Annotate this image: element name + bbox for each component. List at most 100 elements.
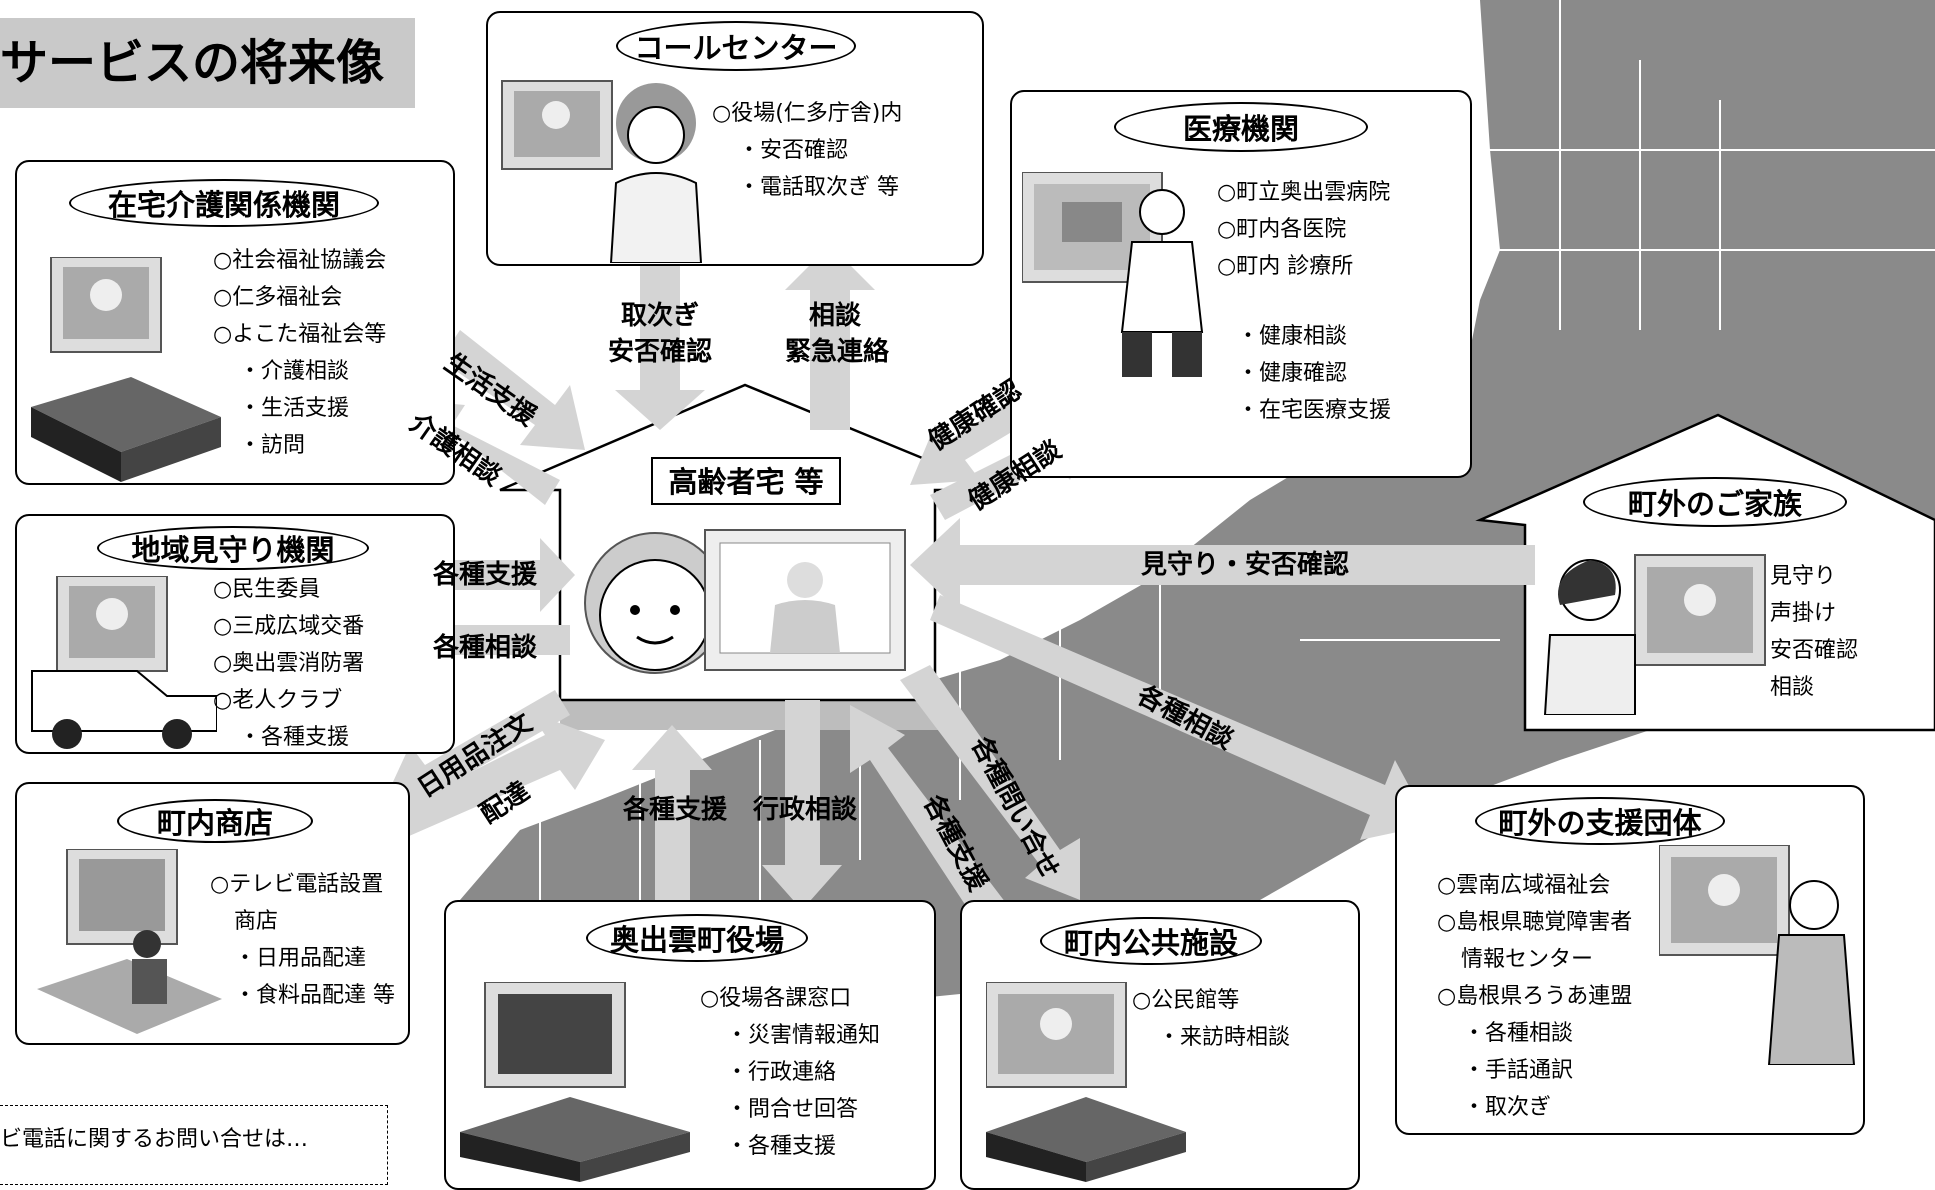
support-item: 情報センター [1461, 947, 1594, 972]
town-hall-title: 奥出雲町役場 [586, 914, 808, 962]
home-care-box: 在宅介護関係機関 ○社会福祉協議会 ○仁多福祉会 ○よこた福祉会等 ・介護相談 … [15, 160, 455, 485]
support-item: ○島根県ろうあ連盟 [1437, 984, 1633, 1009]
home-care-items: ○社会福祉協議会 ○仁多福祉会 ○よこた福祉会等 ・介護相談 ・生活支援 ・訪問 [213, 242, 386, 464]
call-center-items: ○役場(仁多庁舎)内 ・安否確認 ・電話取次ぎ 等 [712, 95, 902, 206]
medical-title: 医療機関 [1114, 102, 1368, 152]
medical-item: ○町内 診療所 [1217, 254, 1354, 279]
shop-items: ○テレビ電話設置 商店 ・日用品配達 ・食料品配達 等 [210, 866, 395, 1014]
arrow-call-to-hub [615, 255, 705, 430]
support-item: ・各種相談 [1463, 1021, 1574, 1046]
public-facility-item: ・来訪時相談 [1158, 1025, 1291, 1050]
support-item: ・手話通訳 [1463, 1058, 1574, 1083]
public-facility-box: 町内公共施設 ○公民館等 ・来訪時相談 [960, 900, 1360, 1190]
family-items: 見守り 声掛け 安否確認 相談 [1770, 558, 1858, 706]
family-item: 安否確認 [1770, 638, 1859, 663]
shop-item: ○テレビ電話設置 [210, 872, 384, 897]
medical-box: 医療機関 ○町立奥出雲病院 ○町内各医院 ○町内 診療所 ・健康相談 ・健康確認… [1010, 90, 1472, 478]
label-anpi: 安否確認 [607, 337, 712, 367]
watch-item: ○老人クラブ [213, 688, 343, 713]
shop-item: ・日用品配達 [234, 946, 367, 971]
town-hall-illustration [460, 982, 690, 1182]
family-title: 町外のご家族 [1583, 477, 1847, 527]
hub-label: 高齢者宅 等 [651, 457, 841, 505]
public-facility-item: ○公民館等 [1132, 988, 1240, 1013]
public-facility-illustration [986, 982, 1186, 1182]
arrow-watch-to-hub [415, 538, 575, 612]
medical-item: ・健康相談 [1237, 324, 1348, 349]
shop-item: ・食料品配達 等 [234, 983, 395, 1008]
support-item: ○雲南広域福祉会 [1437, 873, 1611, 898]
support-item: ・取次ぎ [1463, 1095, 1552, 1120]
arrow-hub-to-support [930, 595, 1430, 840]
medical-subitems: ・健康相談 ・健康確認 ・在宅医療支援 [1237, 318, 1391, 429]
label-kinkyu: 緊急連絡 [784, 337, 889, 367]
public-facility-title: 町内公共施設 [1040, 917, 1262, 965]
label-gyousei: 行政相談 [752, 795, 857, 825]
medical-item: ○町立奥出雲病院 [1217, 180, 1391, 205]
arrow-hub-to-shop [380, 690, 570, 812]
label-shien2: 各種支援 [622, 795, 727, 825]
label-tsugi: 取次ぎ [620, 301, 699, 331]
arrow-public-to-hub [850, 705, 1015, 935]
watch-item: ○奥出雲消防署 [213, 651, 365, 676]
arrow-townhall-to-hub [632, 725, 712, 915]
home-care-item: ○仁多福祉会 [213, 285, 343, 310]
arrow-homecare-to-hub [440, 330, 585, 450]
patrol-car-illustration [31, 576, 217, 749]
operator-illustration [501, 80, 703, 263]
home-care-title: 在宅介護関係機関 [69, 179, 379, 227]
doctor-illustration [1022, 172, 1204, 377]
town-hall-item: ・各種支援 [726, 1134, 837, 1159]
watch-item: ○民生委員 [213, 577, 321, 602]
label-mimamori: 見守り・安否確認 [1140, 550, 1349, 580]
home-care-item: ○よこた福祉会等 [213, 322, 387, 347]
public-facility-items: ○公民館等 ・来訪時相談 [1132, 982, 1290, 1056]
town-hall-item: ・災害情報通知 [726, 1023, 881, 1048]
shop-title: 町内商店 [117, 799, 313, 843]
label-shien1: 各種支援 [432, 560, 537, 590]
support-groups-box: 町外の支援団体 ○雲南広域福祉会 ○島根県聴覚障害者 情報センター ○島根県ろう… [1395, 785, 1865, 1135]
map-of-japan [460, 0, 1935, 1040]
medical-item: ・在宅医療支援 [1237, 398, 1392, 423]
arrow-hub-to-townhall [762, 700, 842, 910]
call-center-item: ○役場(仁多庁舎)内 [712, 101, 903, 126]
sign-language-illustration [1659, 845, 1856, 1065]
call-center-item: ・電話取次ぎ 等 [738, 175, 899, 200]
watch-title: 地域見守り機関 [97, 526, 369, 570]
label-soudan1: 各種相談 [432, 633, 537, 663]
town-hall-item: ・行政連絡 [726, 1060, 837, 1085]
family-item: 声掛け [1770, 601, 1837, 626]
town-hall-items: ○役場各課窓口 ・災害情報通知 ・行政連絡 ・問合せ回答 ・各種支援 [700, 980, 880, 1165]
shop-item: 商店 [234, 909, 279, 934]
call-center-item: ・安否確認 [738, 138, 849, 163]
home-care-item: ○社会福祉協議会 [213, 248, 387, 273]
town-hall-item: ・問合せ回答 [726, 1097, 859, 1122]
shop-box: 町内商店 ○テレビ電話設置 商店 ・日用品配達 ・食料品配達 等 [15, 782, 410, 1045]
town-hall-item: ○役場各課窓口 [700, 986, 852, 1011]
watch-box: 地域見守り機関 ○民生委員 ○三成広域交番 ○奥出雲消防署 ○老人クラブ ・各種… [15, 514, 455, 754]
town-hall-box: 奥出雲町役場 ○役場各課窓口 ・災害情報通知 ・行政連絡 ・問合せ回答 ・各種支… [444, 900, 936, 1190]
watch-items: ○民生委員 ○三成広域交番 ○奥出雲消防署 ○老人クラブ ・各種支援 [213, 571, 364, 756]
family-item: 相談 [1770, 675, 1815, 700]
arrow-hub-to-public [900, 665, 1080, 900]
family-item: 見守り [1770, 564, 1837, 589]
support-groups-title: 町外の支援団体 [1475, 797, 1725, 845]
home-care-item: ・生活支援 [239, 396, 350, 421]
contact-note-text: ビ電話に関するお問い合せは… [0, 1127, 309, 1152]
contact-note: ビ電話に関するお問い合せは… [0, 1105, 388, 1185]
watch-item: ○三成広域交番 [213, 614, 365, 639]
watch-item: ・各種支援 [239, 725, 350, 750]
elderly-person-illustration [584, 529, 906, 674]
arrow-hub-to-call [785, 245, 875, 430]
call-center-box: コールセンター ○役場(仁多庁舎)内 ・安否確認 ・電話取次ぎ 等 [486, 11, 984, 266]
home-care-item: ・訪問 [239, 433, 306, 458]
family-illustration [1543, 554, 1766, 715]
arrow-shop-to-hub [385, 712, 605, 840]
arrow-hub-to-watch [410, 603, 570, 677]
home-care-item: ・介護相談 [239, 359, 350, 384]
support-groups-items: ○雲南広域福祉会 ○島根県聴覚障害者 情報センター ○島根県ろうあ連盟 ・各種相… [1437, 867, 1632, 1126]
label-soudan: 相談 [808, 301, 861, 331]
medical-item: ○町内各医院 [1217, 217, 1347, 242]
support-item: ○島根県聴覚障害者 [1437, 910, 1633, 935]
call-center-title: コールセンター [616, 21, 856, 71]
